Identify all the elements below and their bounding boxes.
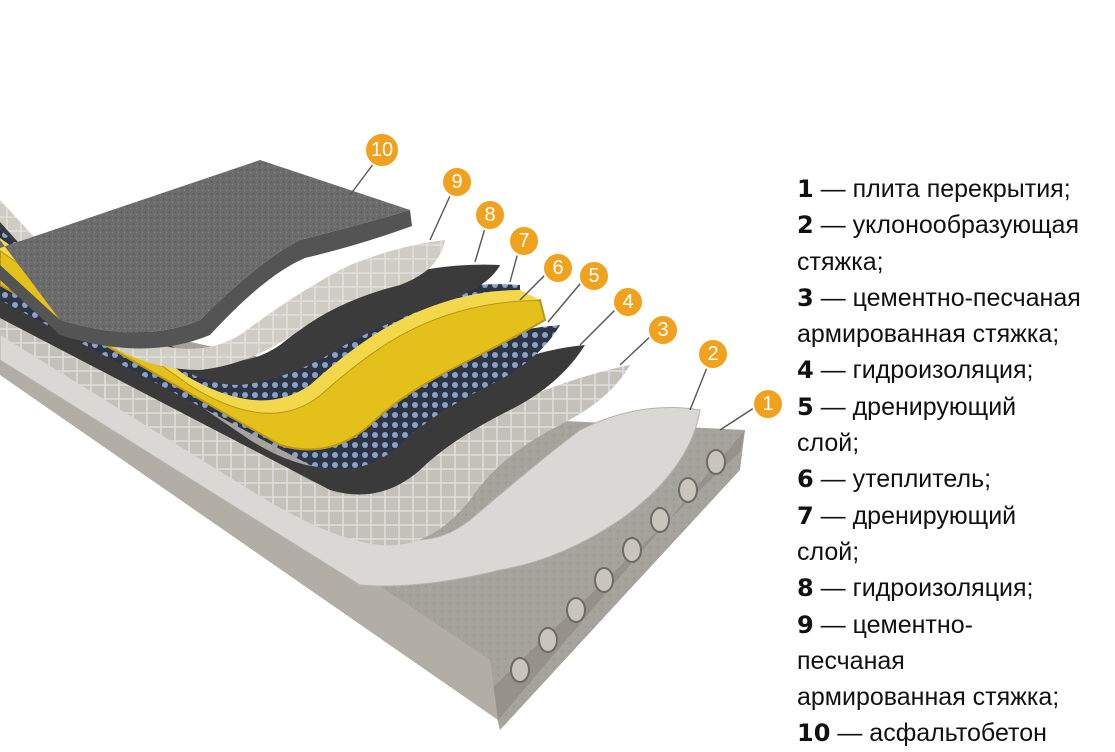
legend-line: армированная стяжка;: [797, 679, 1115, 715]
legend-line: 3 — цементно-песчаная: [797, 280, 1115, 316]
legend-text: — уклонообразующая: [813, 211, 1079, 240]
legend-text: — дренирующий: [813, 392, 1017, 421]
svg-text:8: 8: [484, 204, 495, 226]
legend-text: — цементно-: [813, 610, 973, 639]
legend-text: — дренирующий: [813, 501, 1017, 530]
legend-text: — утеплитель;: [813, 465, 992, 494]
badge-9: 9: [441, 166, 473, 198]
svg-text:9: 9: [451, 171, 462, 193]
legend-number: 1: [797, 175, 814, 203]
svg-text:4: 4: [622, 291, 633, 313]
legend-text: — плита перекрытия;: [813, 175, 1071, 203]
layer-3-mesh: [0, 285, 630, 546]
layer-legend: 1 — плита перекрытия; 2 — уклонообразующ…: [797, 171, 1115, 752]
legend-number: 6: [797, 465, 814, 494]
legend-line: 6 — утеплитель;: [797, 461, 1115, 497]
legend-line: слой;: [797, 425, 1115, 461]
legend-text: — гидроизоляция;: [813, 574, 1034, 603]
svg-text:1: 1: [762, 393, 773, 415]
badge-8: 8: [474, 199, 506, 231]
legend-line: 2 — уклонообразующая: [797, 207, 1115, 243]
legend-number: 2: [797, 211, 814, 240]
legend-number: 3: [797, 283, 814, 312]
layer-5-drainage: [0, 262, 560, 470]
legend-line: 5 — дренирующий: [797, 389, 1115, 425]
layer-10-asphalt: [0, 160, 410, 333]
badge-5: 5: [578, 260, 610, 292]
legend-text: песчаная: [797, 646, 905, 675]
badge-6: 6: [542, 252, 574, 284]
legend-text: — цементно-песчаная: [813, 283, 1081, 312]
layer-10-asphalt-edge: [0, 210, 412, 349]
legend-number: 8: [797, 574, 814, 603]
badge-3: 3: [647, 314, 679, 346]
legend-line: песчаная: [797, 643, 1115, 679]
legend-line: 10 — асфальтобетон: [797, 715, 1115, 751]
legend-text: слой;: [797, 537, 860, 566]
svg-text:6: 6: [552, 257, 563, 279]
badge-7: 7: [508, 225, 540, 257]
legend-line: 9 — цементно-: [797, 607, 1115, 643]
legend-line: стяжка;: [797, 244, 1115, 280]
layer-4-waterproofing: [0, 270, 585, 495]
svg-text:10: 10: [371, 139, 393, 161]
badge-4: 4: [612, 286, 644, 318]
badge-1: 1: [752, 388, 784, 420]
legend-number: 7: [797, 501, 814, 530]
roof-layers-diagram: 1 2 3 4 5 6 7 8 9 10: [0, 132, 784, 730]
legend-number: 9: [797, 610, 814, 639]
legend-text: стяжка;: [797, 247, 884, 276]
badge-10: 10: [364, 132, 400, 168]
legend-number: 10: [797, 719, 831, 748]
layer-2-slope-screed: [0, 299, 701, 587]
legend-number: 5: [797, 392, 814, 421]
legend-number: 4: [797, 356, 814, 385]
legend-line: 1 — плита перекрытия;: [797, 171, 1115, 207]
legend-line: армированная стяжка;: [797, 316, 1115, 352]
svg-text:5: 5: [588, 265, 599, 287]
legend-line: 8 — гидроизоляция;: [797, 570, 1115, 606]
legend-text: слой;: [797, 429, 860, 458]
legend-text: армированная стяжка;: [797, 320, 1060, 349]
svg-text:2: 2: [707, 343, 718, 365]
svg-text:3: 3: [657, 319, 668, 341]
legend-line: 4 — гидроизоляция;: [797, 352, 1115, 388]
legend-text: — гидроизоляция;: [813, 356, 1034, 385]
legend-line: слой;: [797, 534, 1115, 570]
legend-text: — асфальтобетон: [830, 719, 1047, 748]
legend-text: армированная стяжка;: [797, 683, 1060, 712]
badge-2: 2: [697, 338, 729, 370]
svg-text:7: 7: [518, 230, 529, 252]
legend-line: 7 — дренирующий: [797, 498, 1115, 534]
